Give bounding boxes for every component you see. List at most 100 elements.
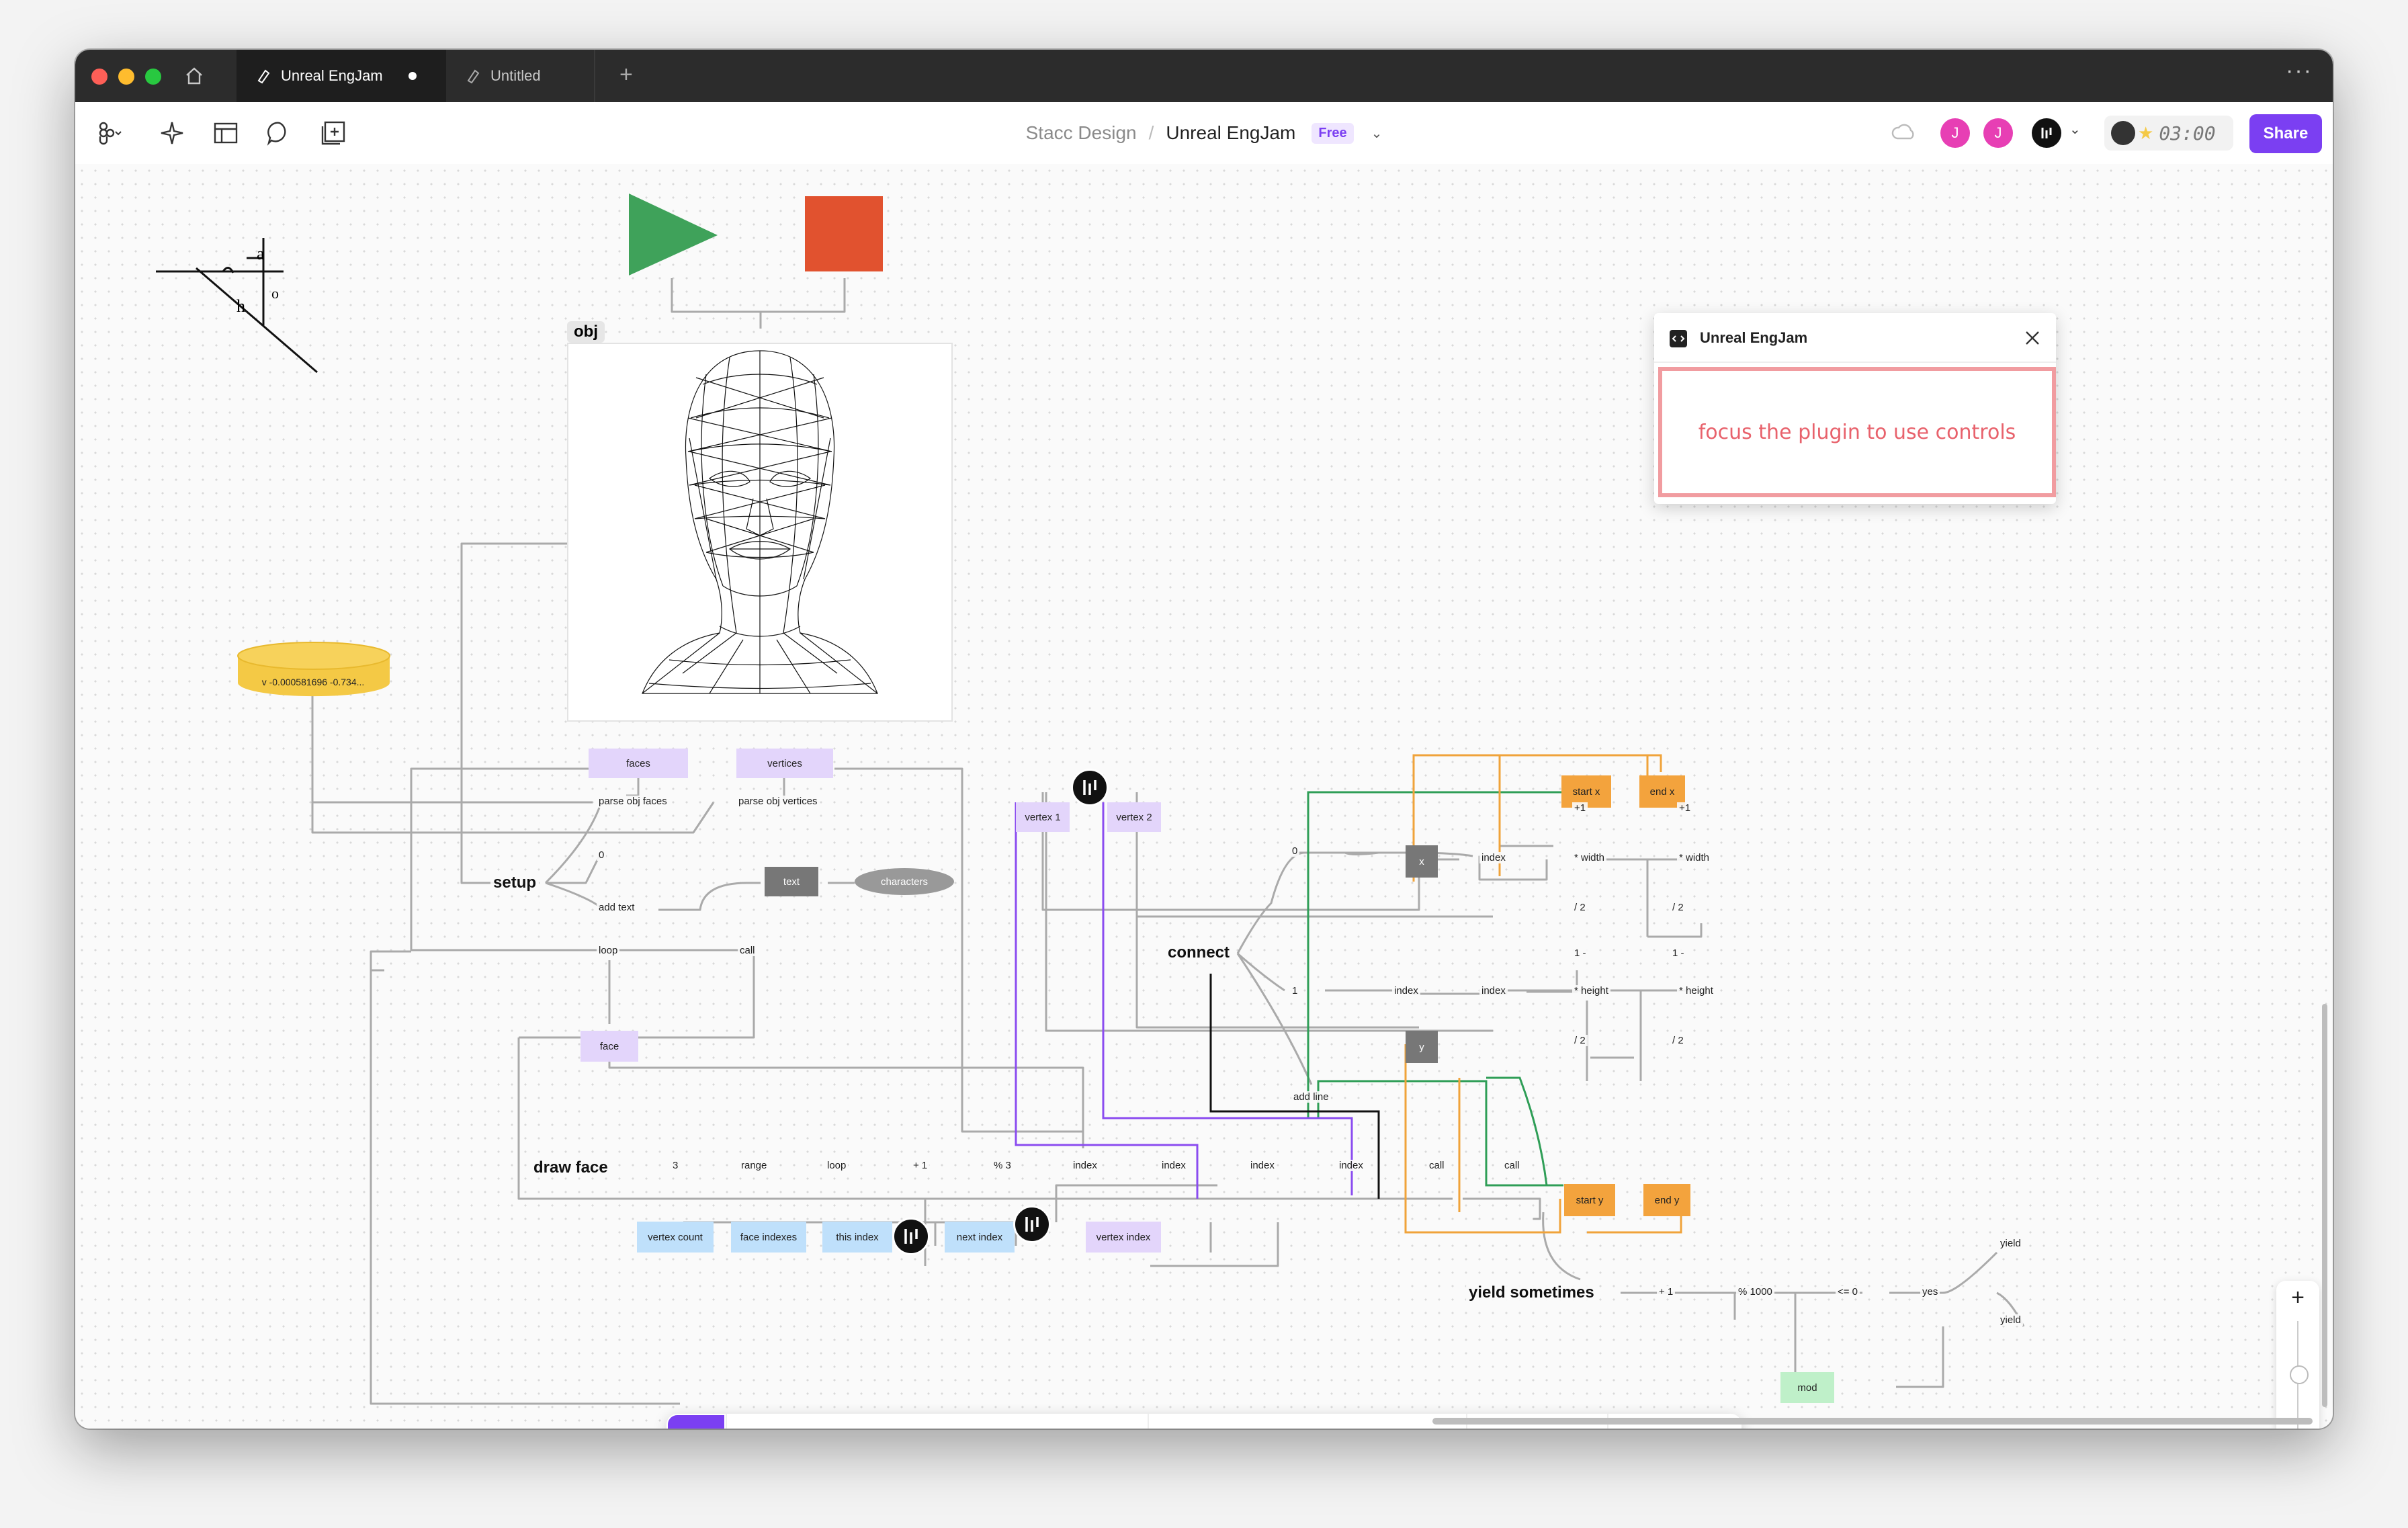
zoom-slider-handle[interactable] [2290,1365,2309,1384]
next-index-node[interactable]: next index [945,1222,1015,1253]
call-node[interactable]: call [1502,1160,1522,1171]
divide-two-node[interactable]: / 2 [1670,1035,1686,1046]
zoom-in-button[interactable]: + [2291,1285,2305,1310]
index-node[interactable]: index [1160,1160,1188,1171]
add-line-node[interactable]: add line [1291,1091,1331,1103]
close-window-button[interactable] [91,69,108,85]
avatar[interactable] [2032,118,2061,148]
characters-node[interactable]: characters [855,868,954,895]
yield-node[interactable]: yield [1998,1238,2023,1249]
one-minus-node[interactable]: 1 - [1572,947,1588,959]
setup-node[interactable]: setup [490,874,540,892]
connect-node[interactable]: connect [1165,943,1233,962]
chevron-down-icon[interactable]: ⌄ [2069,122,2081,137]
horizontal-scrollbar[interactable] [1432,1418,2313,1425]
plan-badge[interactable]: Free [1312,122,1354,144]
obj-frame[interactable] [567,343,953,722]
obj-frame-label[interactable]: obj [567,321,605,343]
times-height-node[interactable]: * height [1572,985,1610,996]
vertex-1-node[interactable]: vertex 1 [1016,802,1070,832]
stop-button[interactable] [805,196,883,271]
index-node[interactable]: index [1337,1160,1365,1171]
comment-icon[interactable] [265,118,294,148]
vertex-index-node[interactable]: vertex index [1086,1222,1161,1253]
call-node[interactable]: call [738,945,757,956]
divide-two-node[interactable]: / 2 [1572,902,1588,913]
faces-node[interactable]: faces [589,749,688,778]
y-node[interactable]: y [1406,1031,1438,1063]
loop-node[interactable]: loop [825,1160,849,1171]
plus-one-node[interactable]: + 1 [1657,1286,1676,1298]
timer-widget[interactable]: ★ 03:00 [2104,116,2233,151]
more-icon[interactable]: ··· [2286,58,2313,83]
times-width-node[interactable]: * width [1572,852,1607,863]
close-icon[interactable] [2024,329,2041,347]
range-node[interactable]: range [739,1160,769,1171]
tab-unreal-engjam[interactable]: Unreal EngJam [236,50,446,102]
minimize-window-button[interactable] [118,69,134,85]
compare-node[interactable]: <= 0 [1836,1286,1860,1298]
add-page-icon[interactable] [318,118,348,148]
index-node[interactable]: index [1392,985,1420,996]
play-icon[interactable] [626,191,720,278]
end-y-node[interactable]: end y [1643,1184,1690,1216]
plus-one-node[interactable]: +1 [1677,802,1693,814]
value-node[interactable]: 1 [1290,985,1300,996]
sparkle-icon[interactable] [157,118,187,148]
plus-one-node[interactable]: +1 [1572,802,1588,814]
vertex-count-node[interactable]: vertex count [637,1222,714,1253]
text-node[interactable]: text [765,867,818,896]
index-node[interactable]: index [1248,1160,1277,1171]
figma-menu-icon[interactable] [94,118,124,148]
divide-two-node[interactable]: / 2 [1670,902,1686,913]
value-node[interactable]: 3 [671,1160,681,1171]
avatar[interactable]: J [1983,118,2013,148]
start-x-node[interactable]: start x [1561,775,1611,808]
value-node[interactable]: 0 [1290,845,1300,857]
plugin-body[interactable]: focus the plugin to use controls [1658,367,2056,497]
yes-node[interactable]: yes [1920,1286,1940,1298]
draw-face-node[interactable]: draw face [531,1158,611,1177]
yield-sometimes-node[interactable]: yield sometimes [1466,1283,1597,1302]
chevron-down-icon[interactable]: ⌄ [1371,126,1383,141]
index-node[interactable]: index [1479,852,1508,863]
call-node[interactable]: call [1427,1160,1447,1171]
parse-obj-vertices-node[interactable]: parse obj vertices [736,796,820,807]
face-node[interactable]: face [580,1031,638,1062]
select-tool-button[interactable] [668,1415,724,1429]
plus-one-node[interactable]: + 1 [911,1160,930,1171]
share-button[interactable]: Share [2249,114,2322,153]
file-name[interactable]: Unreal EngJam [1166,122,1296,143]
x-node[interactable]: x [1406,845,1438,878]
data-cylinder[interactable] [236,641,391,702]
avatar[interactable]: J [1940,118,1970,148]
vertical-scrollbar[interactable] [2322,1004,2327,1407]
new-tab-button[interactable]: + [619,62,633,87]
whiteboard-canvas[interactable]: a o h obj [75,164,2333,1429]
times-height-node[interactable]: * height [1677,985,1715,996]
index-node[interactable]: index [1479,985,1508,996]
plugin-panel[interactable]: Unreal EngJam focus the plugin to use co… [1654,313,2056,504]
index-node[interactable]: index [1071,1160,1099,1171]
start-y-node[interactable]: start y [1564,1184,1615,1216]
home-icon[interactable] [183,65,206,87]
value-node[interactable]: 0 [597,849,607,861]
hand-sketch[interactable]: a o h [156,231,357,392]
parse-obj-faces-node[interactable]: parse obj faces [597,796,669,807]
vertex-2-node[interactable]: vertex 2 [1107,802,1161,832]
times-width-node[interactable]: * width [1677,852,1712,863]
one-minus-node[interactable]: 1 - [1670,947,1686,959]
divide-two-node[interactable]: / 2 [1572,1035,1588,1046]
maximize-window-button[interactable] [145,69,161,85]
this-index-node[interactable]: this index [822,1222,892,1253]
modulo-node[interactable]: % 1000 [1736,1286,1774,1298]
team-name[interactable]: Stacc Design [1025,122,1137,143]
modulo-node[interactable]: % 3 [992,1160,1013,1171]
layout-icon[interactable] [211,118,241,148]
add-text-node[interactable]: add text [597,902,637,913]
tab-untitled[interactable]: Untitled [446,50,595,102]
mod-node[interactable]: mod [1780,1372,1834,1403]
yield-node[interactable]: yield [1998,1314,2023,1326]
loop-node[interactable]: loop [597,945,620,956]
vertices-node[interactable]: vertices [736,749,833,778]
